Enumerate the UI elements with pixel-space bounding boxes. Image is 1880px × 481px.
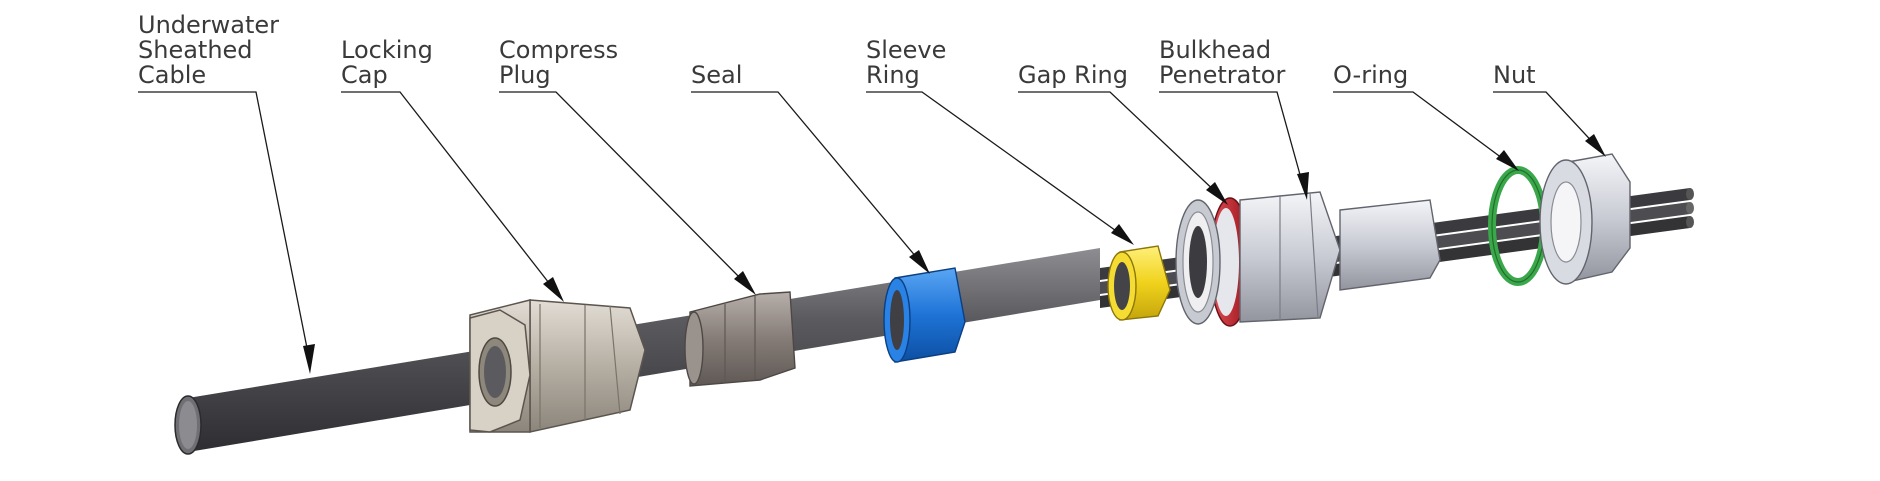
leader-sleeve-ring — [866, 91, 1127, 239]
label-cable-line-1: Underwater — [138, 11, 279, 39]
label-bulkhead-penetrator-line-1: Bulkhead — [1159, 36, 1271, 64]
label-sleeve-ring-line-1: Sleeve — [866, 36, 946, 64]
arrow-compress-plug — [734, 271, 756, 295]
bulkhead-penetrator — [1175, 191, 1441, 325]
leader-compress-plug — [499, 91, 749, 287]
label-o-ring-text: O-ring — [1333, 61, 1408, 89]
compress-plug — [684, 291, 796, 387]
arrow-bulkhead-penetrator — [1297, 172, 1309, 200]
label-nut: Nut — [1493, 61, 1606, 157]
nut — [1539, 153, 1631, 285]
arrow-gap-ring — [1206, 182, 1228, 205]
leader-seal — [691, 91, 923, 265]
arrow-cable — [303, 344, 315, 374]
label-o-ring: O-ring — [1333, 61, 1519, 171]
label-bulkhead-penetrator: Bulkhead Penetrator — [1159, 36, 1309, 200]
label-compress-plug: Compress Plug — [499, 36, 756, 295]
sleeve-ring — [1107, 245, 1171, 321]
label-compress-plug-line-2: Plug — [499, 61, 551, 89]
arrow-sleeve-ring — [1111, 224, 1134, 245]
seal — [883, 267, 966, 363]
label-compress-plug-line-1: Compress — [499, 36, 618, 64]
label-locking-cap-line-2: Cap — [341, 61, 388, 89]
arrow-nut — [1585, 134, 1606, 157]
label-bulkhead-penetrator-line-2: Penetrator — [1159, 61, 1285, 89]
label-gap-ring: Gap Ring — [1018, 61, 1228, 205]
arrow-o-ring — [1496, 150, 1519, 171]
leader-bulkhead-penetrator — [1159, 91, 1305, 190]
label-locking-cap: Locking Cap — [341, 36, 564, 302]
label-cable-line-2: Sheathed — [138, 36, 253, 64]
label-locking-cap-line-1: Locking — [341, 36, 433, 64]
label-cable-line-3: Cable — [138, 61, 206, 89]
arrow-locking-cap — [543, 277, 564, 302]
label-seal-text: Seal — [691, 61, 742, 89]
leader-nut — [1493, 91, 1599, 149]
label-seal: Seal — [691, 61, 930, 274]
label-nut-text: Nut — [1493, 61, 1536, 89]
leader-cable — [138, 91, 311, 364]
label-underwater-sheathed-cable: Underwater Sheathed Cable — [138, 11, 315, 374]
arrow-seal — [909, 250, 930, 274]
label-sleeve-ring-line-2: Ring — [866, 61, 920, 89]
locking-cap — [469, 299, 646, 433]
label-gap-ring-text: Gap Ring — [1018, 61, 1128, 89]
leader-o-ring — [1333, 91, 1511, 165]
label-sleeve-ring: Sleeve Ring — [866, 36, 1134, 245]
leader-locking-cap — [341, 91, 557, 293]
leader-gap-ring — [1018, 91, 1221, 197]
